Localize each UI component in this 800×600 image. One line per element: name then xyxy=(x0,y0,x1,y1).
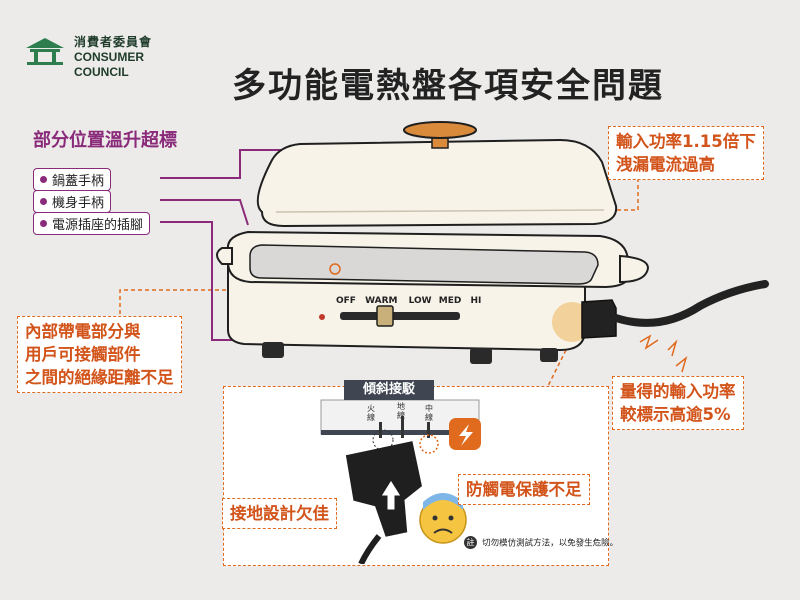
logo-name-zh: 消費者委員會 xyxy=(74,35,153,49)
note-badge: 註 xyxy=(464,536,477,549)
callout-shock-protection: 防觸電保護不足 xyxy=(458,474,590,505)
callout-insulation: 內部帶電部分與 用戶可接觸部件 之間的絕緣距離不足 xyxy=(17,316,182,393)
label-hi: HI xyxy=(470,296,482,306)
temp-item-socket-pins: 電源插座的插腳 xyxy=(33,212,151,235)
power-indicator-light xyxy=(319,314,325,320)
callout-power-leak: 輸入功率1.15倍下 洩漏電流過高 xyxy=(608,126,764,180)
worried-face-icon xyxy=(419,493,467,544)
inset-title: 傾斜接駁 xyxy=(344,380,434,400)
note-text: 切勿模仿測試方法，以免發生危險。 xyxy=(482,538,619,549)
label-warm: WARM xyxy=(365,296,398,306)
page-title: 多功能電熱盤各項安全問題 xyxy=(232,66,664,106)
logo-name-en: CONSUMER COUNCIL xyxy=(74,50,145,79)
callout-grounding: 接地設計欠佳 xyxy=(222,498,337,529)
label-med: MED xyxy=(438,296,462,306)
wire-label-live: 火線 xyxy=(367,404,375,422)
wire-label-earth: 地線 xyxy=(397,402,405,420)
pan-lid xyxy=(256,138,618,228)
temperature-slider-knob xyxy=(376,305,394,327)
socket-diagram xyxy=(320,399,481,564)
lid-handle-knob xyxy=(403,121,477,139)
temperature-heading: 部分位置溫升超標 xyxy=(33,130,177,151)
temp-item-body-handle: 機身手柄 xyxy=(33,190,112,213)
callout-measured-power: 量得的輸入功率 較標示高逾5% xyxy=(612,376,744,430)
inset-note: 註 切勿模仿測試方法，以免發生危險。 xyxy=(464,532,618,551)
label-off: OFF xyxy=(336,296,356,306)
wire-label-neutral: 中線 xyxy=(425,404,433,422)
label-low: LOW xyxy=(408,296,432,306)
logo-emblem-icon xyxy=(26,38,64,65)
insert-arrow-icon xyxy=(380,479,402,511)
control-panel-labels: OFF WARM LOW MED HI xyxy=(336,296,481,306)
temp-item-lid-handle: 鍋蓋手柄 xyxy=(33,168,112,191)
consumer-council-logo: 消費者委員會 CONSUMER COUNCIL xyxy=(22,34,192,79)
power-plug xyxy=(581,299,617,339)
